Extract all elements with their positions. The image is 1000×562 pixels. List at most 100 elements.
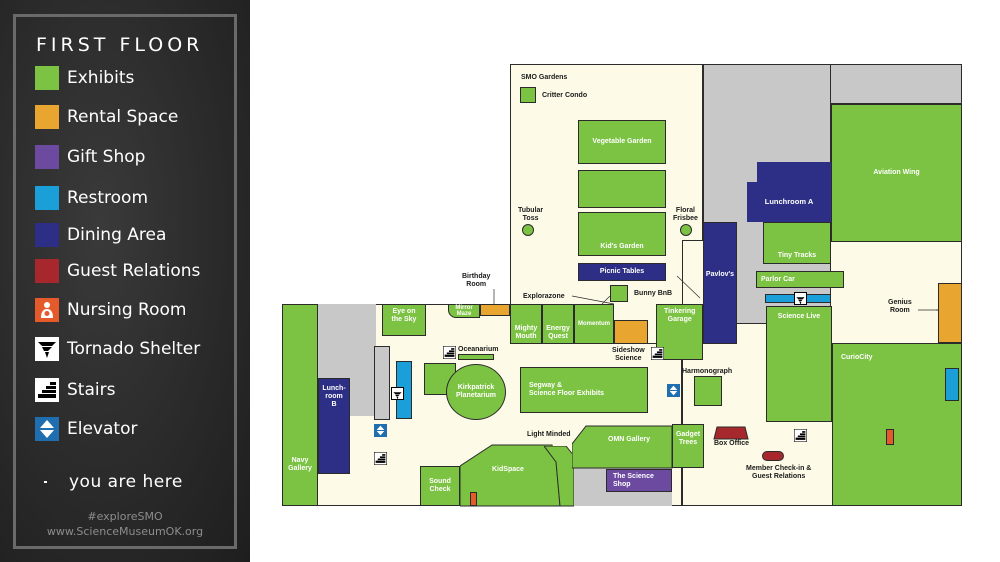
lunchroom-a-label: Lunchroom A — [764, 197, 814, 206]
guest-relations-desk[interactable] — [762, 451, 784, 461]
dining-area-swatch — [35, 223, 59, 247]
light-minded-label: Light Minded — [527, 431, 571, 438]
genius-room-label: Genius Room — [888, 299, 912, 314]
momentum-label: Momentum — [578, 321, 610, 327]
segway-science-floor-room[interactable]: Segway & Science Floor Exhibits — [520, 367, 648, 413]
kirkpatrick-planetarium-room[interactable]: Kirkpatrick Planetarium — [446, 364, 506, 420]
legend-label: Nursing Room — [67, 300, 187, 320]
hashtag: #exploreSMO — [87, 510, 163, 523]
vegetable-garden-room[interactable]: Vegetable Garden — [578, 120, 666, 164]
momentum-room[interactable]: Momentum — [574, 304, 614, 344]
legend-item-elevator: Elevator — [35, 417, 137, 441]
legend-item-nursing-room: Nursing Room — [35, 298, 186, 322]
science-live-room[interactable]: Science Live — [766, 306, 832, 422]
floral-frisbee-label: Floral Frisbee — [673, 207, 698, 222]
kirkpatrick-planetarium-label: Kirkpatrick Planetarium — [455, 384, 497, 399]
floral-frisbee-marker[interactable] — [680, 224, 692, 236]
tubular-toss-marker[interactable] — [522, 224, 534, 236]
smo-gardens-label: SMO Gardens — [521, 74, 568, 81]
parlor-car-room[interactable]: Parlor Car — [756, 271, 844, 288]
legend-label: Stairs — [67, 380, 116, 400]
curiocity-room[interactable]: CurioCity — [832, 343, 962, 506]
legend-label: Exhibits — [67, 68, 135, 88]
vegetable-garden-label: Vegetable Garden — [592, 138, 652, 145]
segway-label: Segway & Science Floor Exhibits — [529, 382, 605, 397]
legend-frame — [13, 14, 237, 549]
legend-panel: FIRST FLOOR Exhibits Rental Space Gift S… — [0, 0, 250, 562]
lunchroom-a-upper — [757, 162, 831, 184]
lunchroom-b-label: Lunch- room B — [322, 385, 346, 408]
elevator-icon — [374, 424, 387, 437]
elevator-icon — [667, 384, 680, 397]
guest-relations-swatch — [35, 259, 59, 283]
critter-condo-room[interactable] — [520, 87, 536, 103]
kids-garden-room[interactable]: Kid's Garden — [578, 212, 666, 256]
genius-room[interactable] — [938, 283, 962, 343]
sideshow-science-room[interactable] — [614, 320, 648, 344]
the-science-shop-room[interactable]: The Science Shop — [606, 469, 672, 492]
curiocity-label: CurioCity — [841, 354, 873, 361]
legend-item-dining-area: Dining Area — [35, 223, 166, 247]
mirror-maze-room[interactable]: Mirror Maze — [448, 304, 480, 318]
science-live-label: Science Live — [777, 313, 821, 320]
picnic-tables-label: Picnic Tables — [599, 268, 645, 275]
tiny-tracks-room[interactable]: Tiny Tracks — [763, 222, 831, 264]
explorazone-label: Explorazone — [523, 293, 565, 300]
mighty-mouth-room[interactable]: Mighty Mouth — [510, 304, 542, 344]
picnic-tables-room[interactable]: Picnic Tables — [578, 263, 666, 281]
nursing-room-east[interactable] — [886, 429, 894, 445]
aviation-wing-label: Aviation Wing — [873, 169, 920, 176]
bunny-bnb-room[interactable] — [610, 285, 628, 302]
harmonograph-label: Harmonograph — [682, 368, 733, 375]
legend-label: Guest Relations — [67, 261, 201, 281]
gift-shop-swatch — [35, 145, 59, 169]
oceanarium-room[interactable] — [458, 354, 494, 360]
navy-gallery-room[interactable]: Navy Gallery — [282, 304, 318, 506]
legend-label: Rental Space — [67, 107, 179, 127]
aviation-wing-room[interactable]: Aviation Wing — [831, 104, 962, 242]
sound-check-room[interactable]: Sound Check — [420, 466, 460, 506]
critter-condo-label: Critter Condo — [542, 92, 588, 99]
floor-map: SMO Gardens Critter Condo Vegetable Gard… — [250, 0, 1000, 562]
nursing-room-icon — [35, 298, 59, 322]
eye-on-the-sky-label: Eye on the Sky — [391, 308, 417, 323]
legend-label: Elevator — [67, 419, 138, 439]
garden-plot[interactable] — [578, 170, 666, 208]
harmonograph-room[interactable] — [694, 376, 722, 406]
lunchroom-a-room[interactable]: Lunchroom A — [747, 182, 831, 222]
tornado-shelter-icon — [391, 387, 404, 400]
lunchroom-b-room[interactable]: Lunch- room B — [318, 378, 350, 474]
the-science-shop-label: The Science Shop — [613, 472, 654, 488]
eye-on-the-sky-room[interactable]: Eye on the Sky — [382, 304, 426, 336]
nursing-room-south[interactable] — [470, 492, 477, 506]
sideshow-science-label: Sideshow Science — [612, 347, 645, 362]
pavlovs-room[interactable]: Pavlov's — [703, 222, 737, 344]
legend-label: Tornado Shelter — [67, 339, 201, 359]
birthday-room[interactable] — [480, 304, 510, 316]
bunny-bnb-label: Bunny BnB — [634, 290, 673, 297]
you-are-here-label: you are here — [69, 472, 183, 492]
restroom-east[interactable] — [945, 368, 959, 401]
gadget-trees-room[interactable]: Gadget Trees — [672, 424, 704, 468]
tubular-toss-label: Tubular Toss — [518, 207, 544, 222]
legend-item-stairs: Stairs — [35, 378, 115, 402]
kids-garden-label: Kid's Garden — [600, 243, 644, 250]
stairs-icon — [442, 345, 457, 360]
mirror-maze-label: Mirror Maze — [455, 304, 473, 318]
stairs-icon — [35, 378, 59, 402]
member-checkin-label: Member Check-in & Guest Relations — [746, 465, 812, 480]
legend-item-rental-space: Rental Space — [35, 105, 178, 129]
stairs-icon — [650, 346, 665, 361]
tornado-shelter-icon — [35, 337, 59, 361]
rental-space-swatch — [35, 105, 59, 129]
restroom-swatch — [35, 186, 59, 210]
legend-item-exhibits: Exhibits — [35, 66, 134, 90]
birthday-room-label: Birthday Room — [462, 273, 491, 288]
legend-item-tornado-shelter: Tornado Shelter — [35, 337, 200, 361]
legend-item-guest-relations: Guest Relations — [35, 259, 200, 283]
tornado-shelter-icon — [794, 292, 807, 305]
kidspace-label: KidSpace — [492, 466, 524, 473]
box-office-desk[interactable] — [712, 426, 750, 440]
legend-item-gift-shop: Gift Shop — [35, 145, 145, 169]
energy-quest-room[interactable]: Energy Quest — [542, 304, 574, 344]
